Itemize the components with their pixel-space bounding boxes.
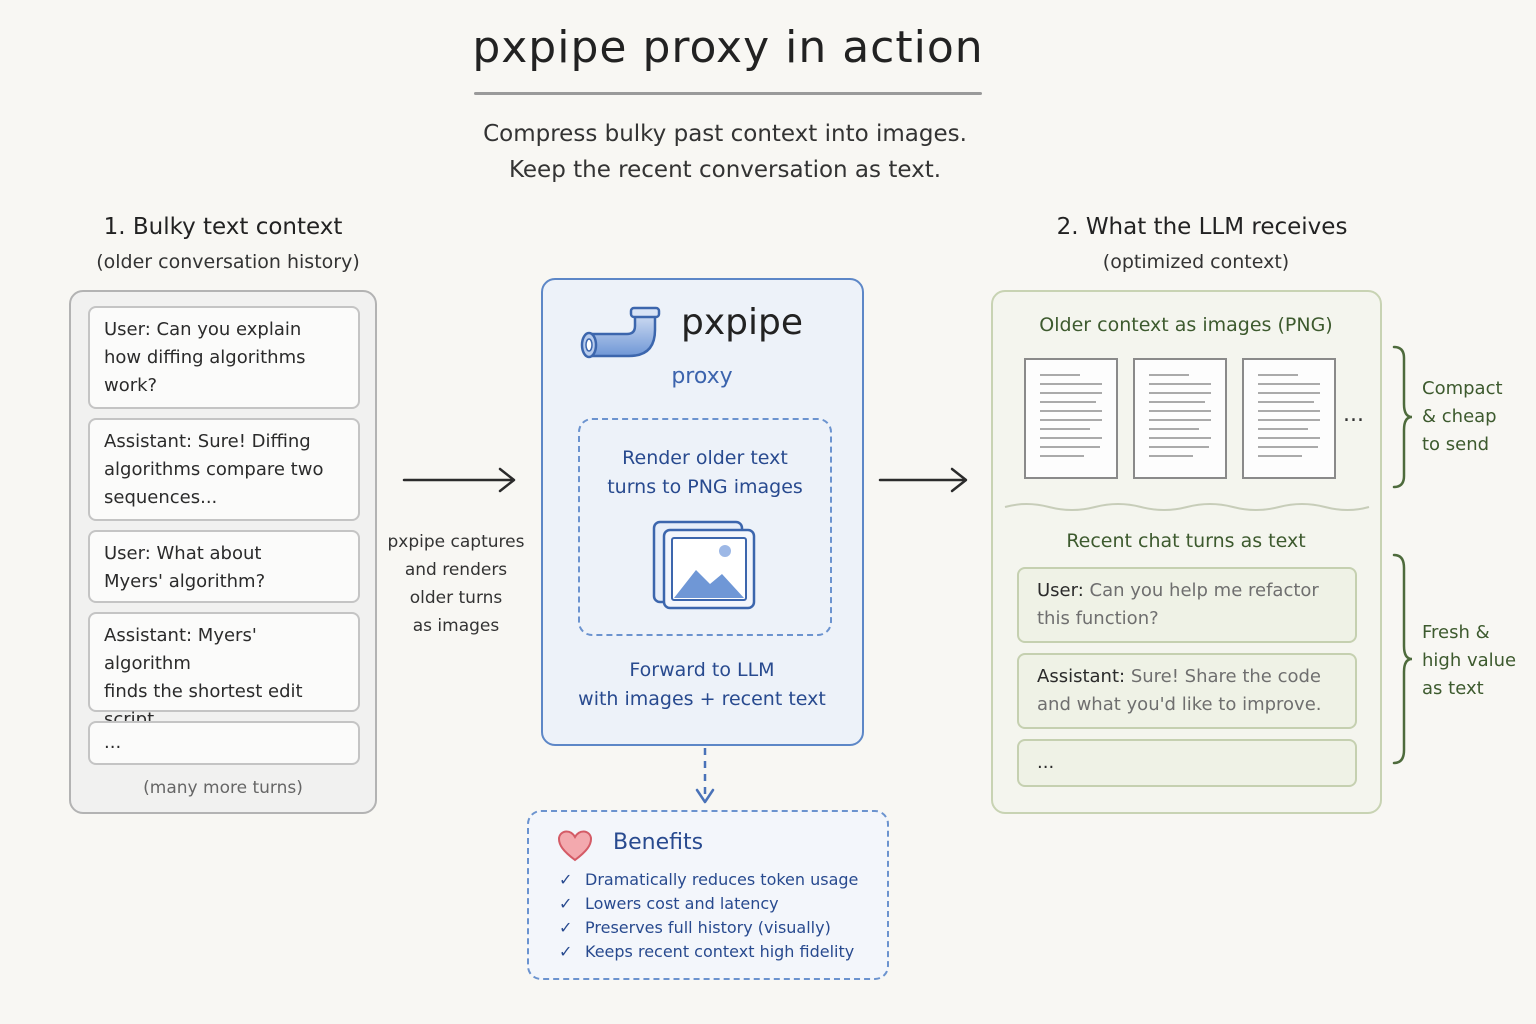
arrow-right-icon <box>402 467 516 493</box>
history-card-ellipsis: ... <box>88 721 360 765</box>
benefit-text: Preserves full history (visually) <box>585 918 831 937</box>
check-icon: ✓ <box>559 894 573 913</box>
right-subheading: (optimized context) <box>1102 251 1290 273</box>
brace-icon <box>1392 345 1413 489</box>
render-caption: Render older text turns to PNG images <box>580 444 830 502</box>
fresh-note: Fresh & high value as text <box>1422 619 1516 703</box>
heart-icon <box>557 830 593 862</box>
note-line: Compact <box>1422 378 1503 399</box>
arrow-right-icon <box>878 467 968 493</box>
page-subtitle: Compress bulky past context into images.… <box>0 116 1450 188</box>
benefit-item: ✓ Dramatically reduces token usage <box>559 870 858 889</box>
note-line: & cheap <box>1422 406 1497 427</box>
message-text: Sure! Share the code <box>1130 666 1321 687</box>
left-heading: 1. Bulky text context <box>103 214 343 240</box>
title-underline <box>474 92 982 95</box>
check-icon: ✓ <box>559 918 573 937</box>
check-icon: ✓ <box>559 870 573 889</box>
card-line: finds the shortest edit <box>104 681 303 702</box>
card-line: User: What about <box>104 543 262 564</box>
card-line: Assistant: Myers' algorithm <box>104 625 257 674</box>
role-label: User: <box>1037 580 1084 601</box>
older-context-label: Older context as images (PNG) <box>1039 314 1333 336</box>
check-icon: ✓ <box>559 942 573 961</box>
png-page-thumbnail <box>1024 358 1118 479</box>
pxpipe-proxy-panel: pxpipe proxy Render older text turns to … <box>541 278 864 746</box>
brace-icon <box>1392 553 1413 765</box>
render-line: Render older text <box>622 447 788 469</box>
recent-card-ellipsis: ... <box>1017 739 1357 787</box>
image-icon <box>652 520 756 610</box>
note-line: as text <box>1422 678 1484 699</box>
pipe-icon <box>580 306 661 359</box>
render-line: turns to PNG images <box>607 476 803 498</box>
note-line: Fresh & <box>1422 622 1490 643</box>
recent-card-assistant: Assistant: Sure! Share the code and what… <box>1017 653 1357 729</box>
card-line: sequences... <box>104 487 218 508</box>
render-step-box: Render older text turns to PNG images <box>578 418 832 636</box>
benefit-text: Dramatically reduces token usage <box>585 870 859 889</box>
more-pages-ellipsis: ... <box>1343 402 1364 427</box>
message-text: and what you'd like to improve. <box>1037 694 1322 715</box>
card-line: work? <box>104 375 158 396</box>
benefit-text: Keeps recent context high fidelity <box>585 942 855 961</box>
caption-line: older turns <box>409 588 503 608</box>
wavy-divider <box>1004 503 1370 511</box>
role-label: ... <box>1037 752 1055 773</box>
card-line: ... <box>104 732 122 753</box>
recent-turns-label: Recent chat turns as text <box>1066 530 1306 552</box>
png-page-thumbnail <box>1242 358 1336 479</box>
role-label: Assistant: <box>1037 666 1126 687</box>
subtitle-line-1: Compress bulky past context into images. <box>483 121 967 147</box>
caption-line: and renders <box>404 560 508 580</box>
caption-line: pxpipe captures <box>387 532 525 552</box>
arrow-down-icon <box>695 748 715 804</box>
png-page-thumbnail <box>1133 358 1227 479</box>
history-card-4: Assistant: Myers' algorithm finds the sh… <box>88 612 360 730</box>
history-card-3: User: What about Myers' algorithm? <box>88 530 360 603</box>
proxy-label: proxy <box>671 364 733 389</box>
forward-caption: Forward to LLM with images + recent text <box>543 656 861 714</box>
note-line: to send <box>1422 434 1490 455</box>
compact-note: Compact & cheap to send <box>1422 375 1503 459</box>
note-line: high value <box>1422 650 1517 671</box>
benefit-text: Lowers cost and latency <box>585 894 779 913</box>
benefit-item: ✓ Keeps recent context high fidelity <box>559 942 854 961</box>
history-card-2: Assistant: Sure! Diffing algorithms comp… <box>88 418 360 521</box>
pxpipe-logo-text: pxpipe <box>681 302 804 343</box>
benefit-item: ✓ Lowers cost and latency <box>559 894 779 913</box>
message-text: Can you help me refactor <box>1089 580 1319 601</box>
benefit-item: ✓ Preserves full history (visually) <box>559 918 831 937</box>
right-heading: 2. What the LLM receives <box>1056 214 1348 240</box>
card-line: how diffing algorithms <box>104 347 306 368</box>
card-line: Assistant: Sure! Diffing <box>104 431 311 452</box>
caption-line: as images <box>412 616 500 636</box>
history-card-1: User: Can you explain how diffing algori… <box>88 306 360 409</box>
benefits-title: Benefits <box>613 830 704 855</box>
forward-line: with images + recent text <box>578 688 826 710</box>
recent-card-user: User: Can you help me refactor this func… <box>1017 567 1357 643</box>
card-line: algorithms compare two <box>104 459 324 480</box>
card-line: Myers' algorithm? <box>104 571 266 592</box>
llm-receives-panel: Older context as images (PNG) <box>991 290 1382 814</box>
subtitle-line-2: Keep the recent conversation as text. <box>508 157 942 183</box>
card-line: User: Can you explain <box>104 319 302 340</box>
bulky-context-panel: User: Can you explain how diffing algori… <box>69 290 377 814</box>
forward-line: Forward to LLM <box>629 659 775 681</box>
benefits-box: Benefits ✓ Dramatically reduces token usa… <box>527 810 889 980</box>
left-subheading: (older conversation history) <box>96 251 360 273</box>
capture-caption: pxpipe captures and renders older turns … <box>382 528 530 640</box>
many-more-turns-label: (many more turns) <box>143 778 303 798</box>
page-title: pxpipe proxy in action <box>472 22 984 73</box>
message-text: this function? <box>1037 608 1159 629</box>
